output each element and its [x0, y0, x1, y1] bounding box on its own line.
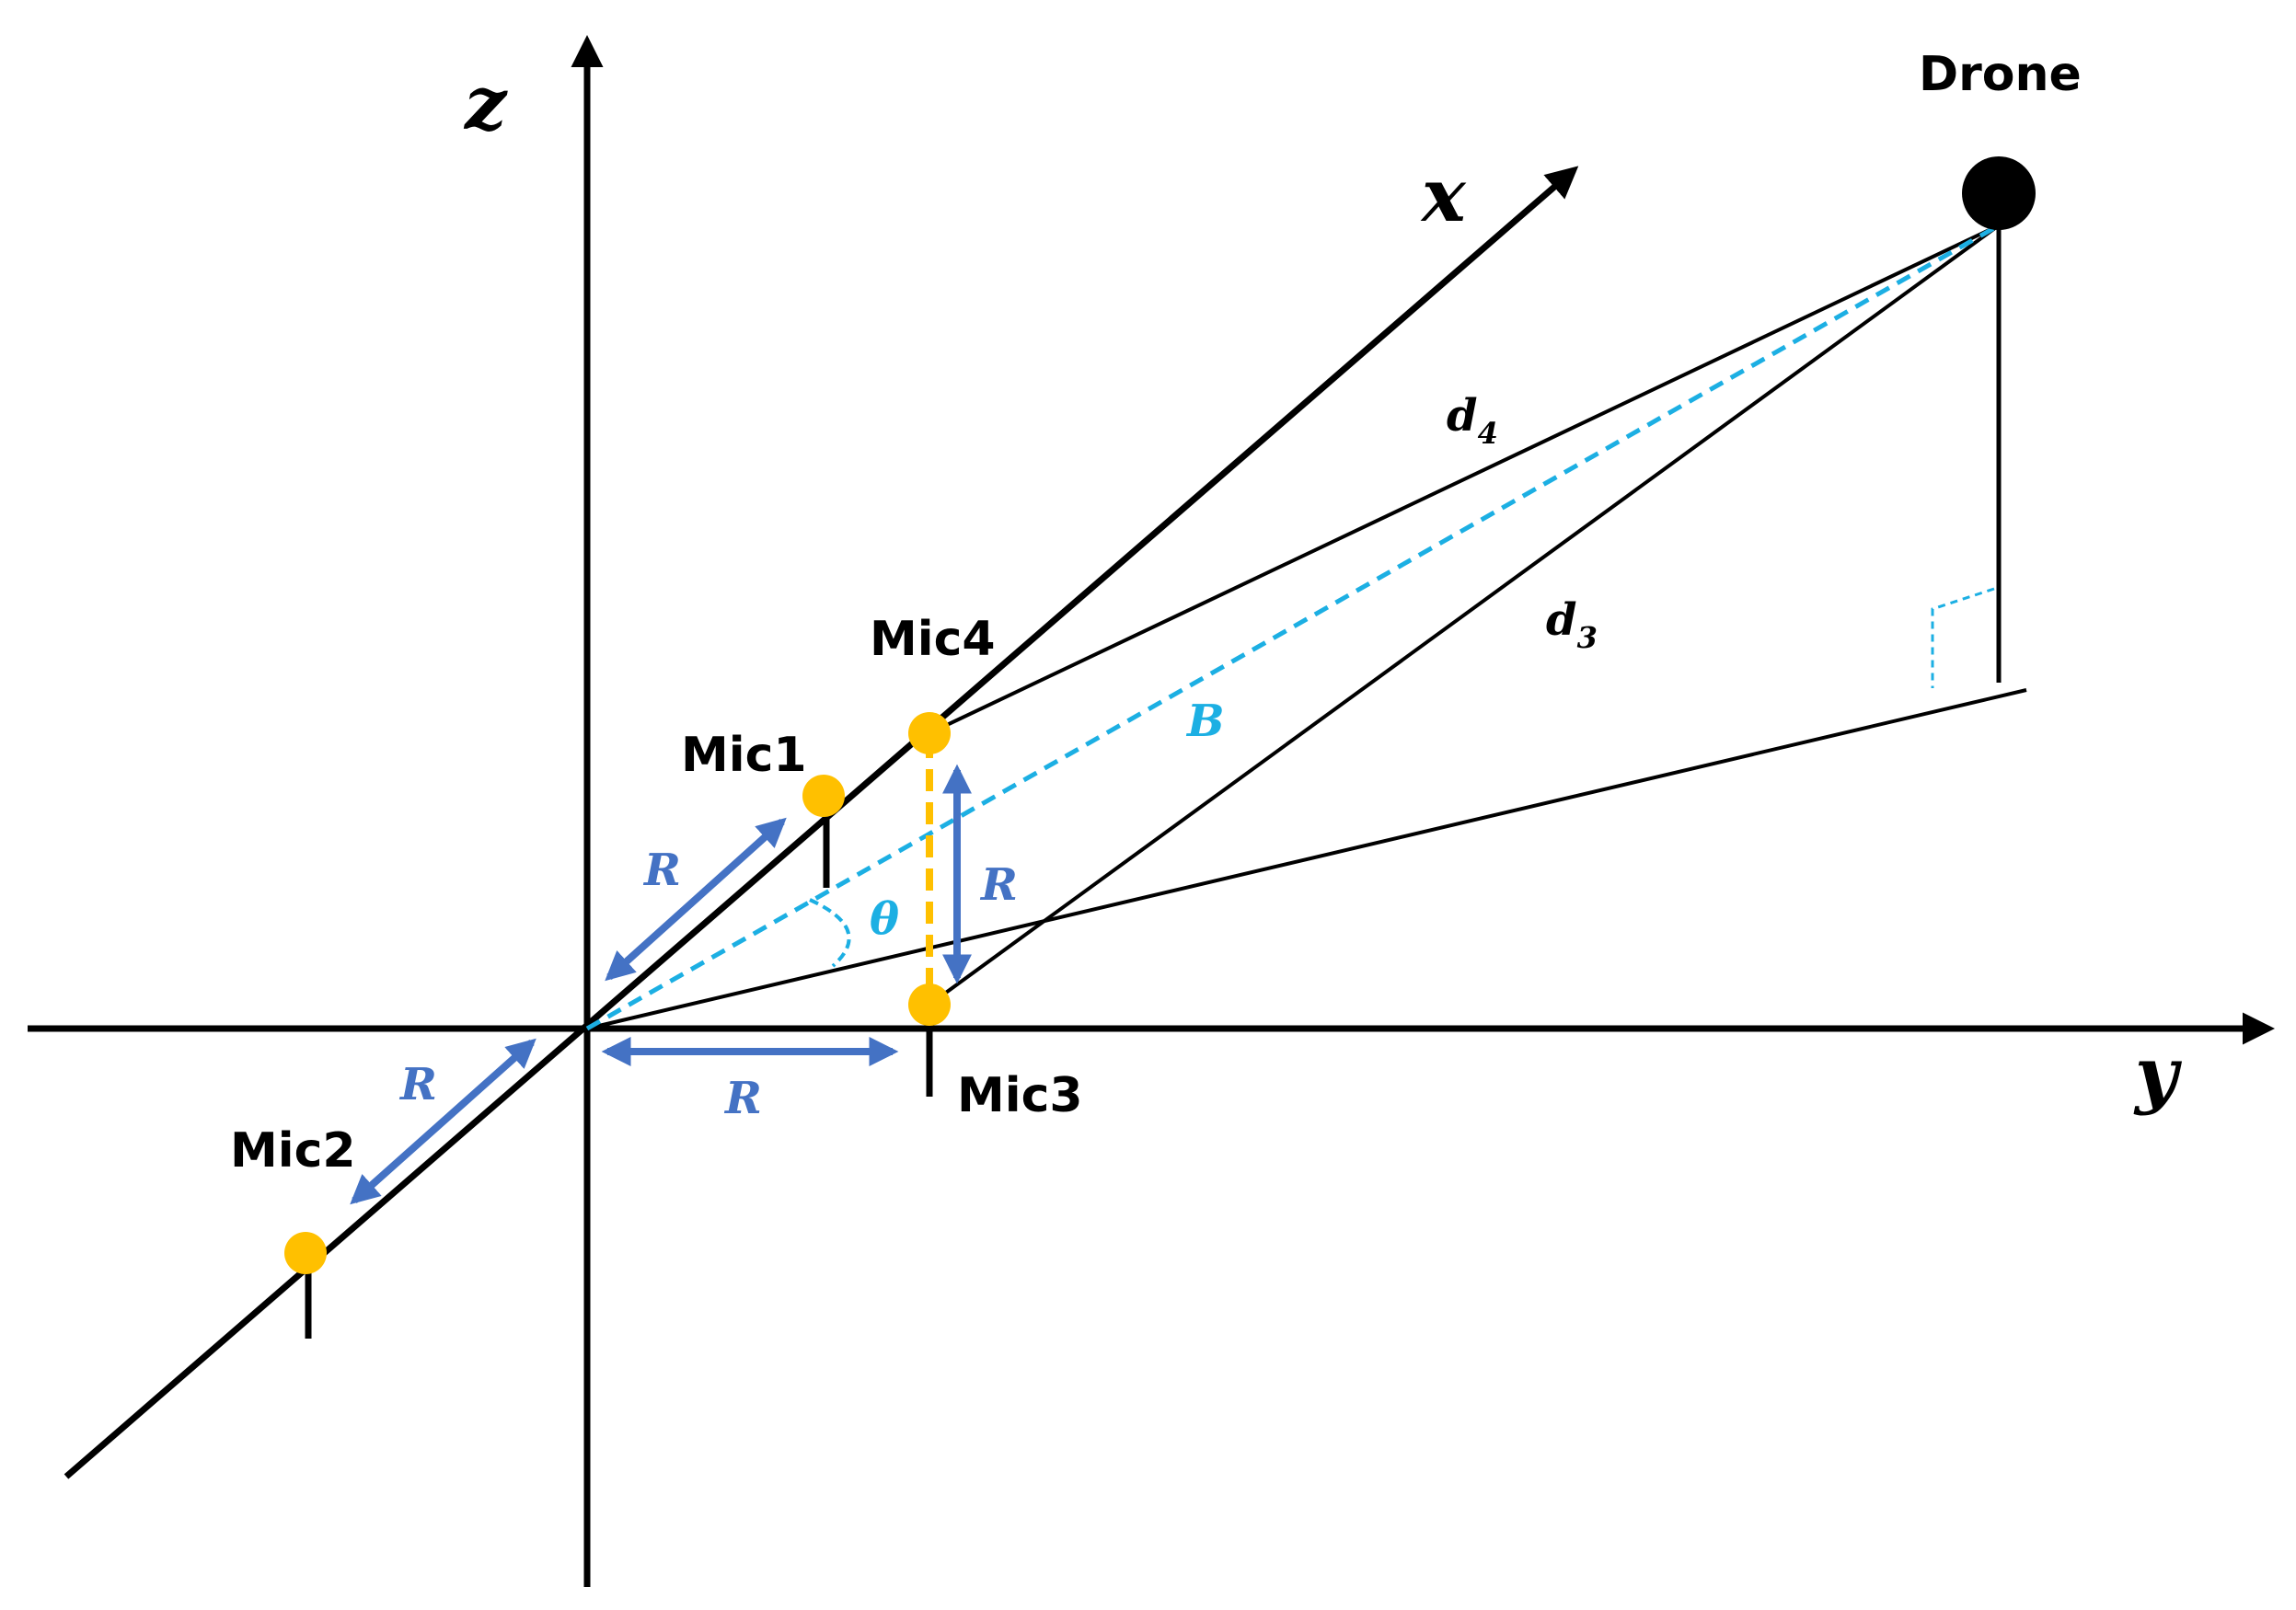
r-label-mic2: R: [398, 1059, 437, 1110]
mic2-dot: [284, 1232, 327, 1274]
mic2-label: Mic2: [230, 1123, 356, 1179]
right-angle-marker: [1931, 587, 1995, 688]
baseline-b-label: B: [1185, 696, 1225, 747]
d3-label: d3: [1546, 594, 1598, 655]
y-axis-label: y: [2133, 1030, 2183, 1117]
baseline-b-dashed: [585, 223, 2001, 1031]
mic1-label: Mic1: [681, 728, 807, 783]
x-axis-label: x: [1420, 152, 1467, 238]
ground-line: [586, 688, 2027, 1030]
d4-label: d4: [1447, 390, 1498, 451]
drone-dot: [1962, 156, 2036, 230]
mic4-dot: [908, 712, 951, 754]
mic4-label: Mic4: [870, 612, 996, 667]
mic3-dot: [908, 983, 951, 1026]
theta-label: θ: [870, 893, 899, 945]
distance-line-d4: [929, 224, 2000, 735]
r-label-mic1: R: [642, 845, 681, 896]
drone-label: Drone: [1919, 47, 2082, 102]
theta-arc: [809, 898, 851, 968]
x-axis: [63, 166, 1579, 1479]
distance-line-d3: [928, 224, 2001, 1006]
z-axis-label: z: [463, 60, 508, 146]
mic1-dot: [802, 775, 845, 817]
mic3-label: Mic3: [957, 1068, 1083, 1123]
r-label-mic3: R: [723, 1073, 762, 1124]
r-arrow-mic2: [350, 1038, 537, 1205]
r-label-mic4: R: [979, 859, 1018, 911]
r-arrow-mic1: [605, 817, 787, 982]
